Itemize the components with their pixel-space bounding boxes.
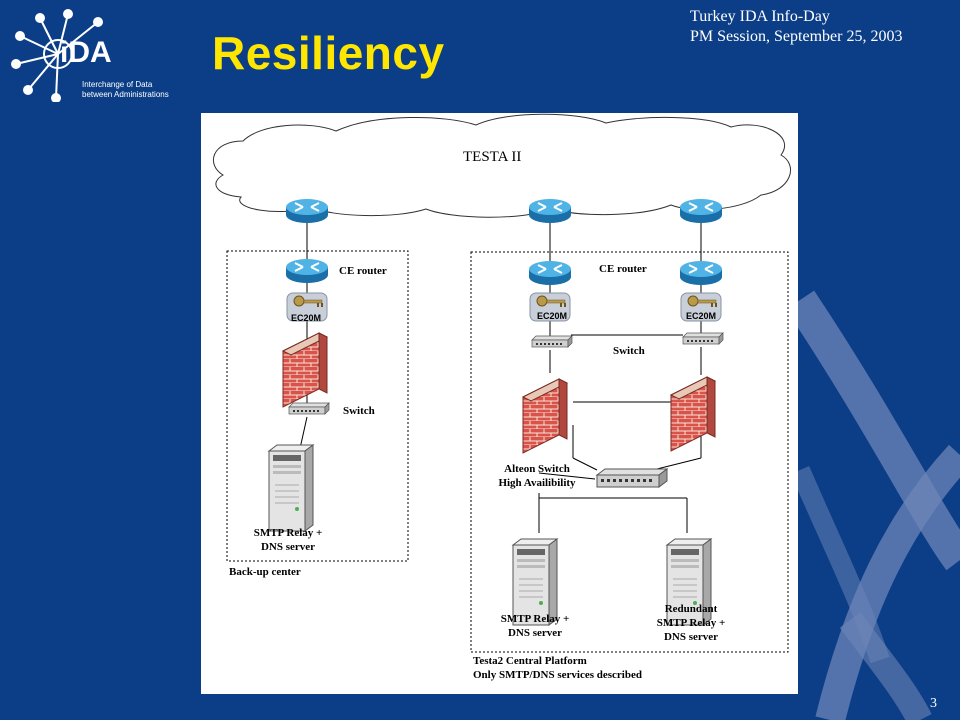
- logo-tagline-line2: between Administrations: [82, 90, 169, 99]
- backup-server-label-line1: SMTP Relay +: [253, 527, 323, 539]
- ida-logo: iDA Interchange of Data between Administ…: [8, 6, 198, 103]
- logo-emblem-icon: [11, 9, 103, 103]
- central-zone-label-line1: Testa2 Central Platform: [473, 655, 587, 667]
- backup-zone-label: Back-up center: [229, 566, 301, 578]
- central-zone-border: [470, 251, 789, 653]
- backup-encryptor-label: EC20M: [291, 313, 322, 323]
- central-encryptor2-label: EC20M: [686, 311, 717, 321]
- backup-server-label-line2: DNS server: [260, 541, 316, 553]
- firewall-central2-icon: [670, 376, 716, 452]
- page-number: 3: [930, 696, 937, 711]
- testa-router-central2-icon: [679, 198, 723, 224]
- alteon-label-line1: Alteon Switch: [504, 463, 570, 475]
- server1-label-line2: DNS server: [507, 627, 563, 639]
- firewall-central1-icon: [522, 378, 568, 454]
- cloud-label: TESTA II: [463, 149, 522, 165]
- ce-router-central2-icon: [679, 260, 723, 286]
- ce-router-backup-icon: [285, 258, 329, 284]
- central-ce-router-label: CE router: [599, 263, 647, 275]
- central-encryptor1-label: EC20M: [537, 311, 568, 321]
- server2-label-line1: Redundant: [664, 603, 718, 615]
- slide-header: Turkey IDA Info-Day PM Session, Septembe…: [690, 7, 950, 47]
- logo-tagline-line1: Interchange of Data: [82, 80, 153, 89]
- logo-wordmark: iDA: [60, 36, 112, 69]
- firewall-backup-icon: [282, 332, 328, 408]
- diagram-canvas: [213, 113, 791, 653]
- testa-cloud-shape: [213, 113, 791, 218]
- header-session: PM Session, September 25, 2003: [690, 28, 903, 45]
- ce-router-central1-icon: [528, 260, 572, 286]
- switch-central2-icon: [682, 332, 724, 345]
- backup-zone-border: [226, 250, 409, 562]
- backup-switch-label: Switch: [343, 405, 375, 417]
- testa-router-backup-icon: [285, 198, 329, 224]
- switch-central1-icon: [531, 335, 573, 348]
- backup-ce-router-label: CE router: [339, 265, 387, 277]
- server-backup-icon: [268, 444, 314, 532]
- central-zone-label-line2: Only SMTP/DNS services described: [473, 669, 642, 681]
- server1-label-line1: SMTP Relay +: [500, 613, 570, 625]
- server2-label-line3: DNS server: [663, 631, 719, 643]
- central-switch-label: Switch: [613, 345, 645, 357]
- alteon-switch-icon: [595, 468, 669, 488]
- slide-title: Resiliency: [212, 27, 445, 79]
- switch-backup-icon: [288, 402, 330, 415]
- server2-label-line2: SMTP Relay +: [656, 617, 726, 629]
- network-diagram: TESTA II CE router EC20M Switch SMTP Rel…: [201, 113, 798, 694]
- header-event: Turkey IDA Info-Day: [690, 8, 830, 25]
- testa-router-central1-icon: [528, 198, 572, 224]
- alteon-label-line2: High Availibility: [498, 477, 576, 489]
